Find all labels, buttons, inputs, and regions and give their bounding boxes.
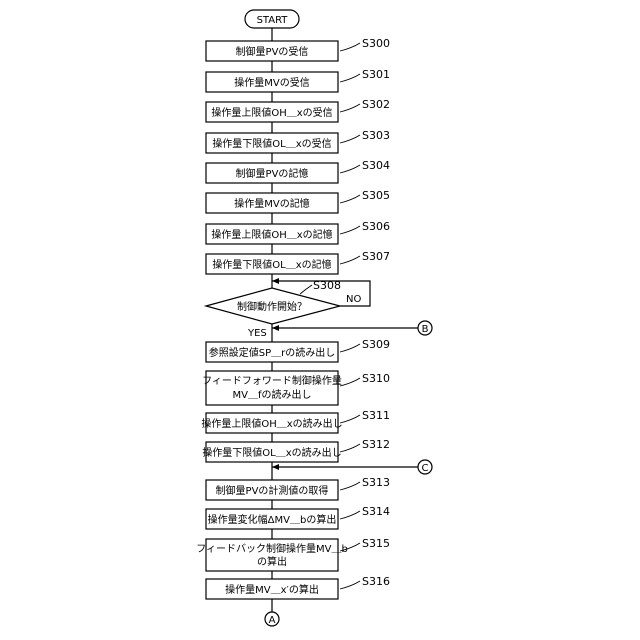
decision-text: 制御動作開始？: [237, 300, 307, 313]
step-box-s302: 操作量上限値OH＿xの受信: [206, 102, 338, 122]
step-id-s313: S313: [362, 476, 390, 489]
connector-c-label: C: [422, 463, 429, 474]
step-id-s309: S309: [362, 338, 390, 351]
step-box-s313: 制御量PVの計測値の取得: [206, 480, 338, 500]
step-id-s302: S302: [362, 98, 390, 111]
step-text-line1: フィードバック制御操作量MV＿b: [196, 542, 348, 555]
step-text: 制御量PVの受信: [236, 45, 309, 58]
start-terminal: START: [245, 10, 299, 28]
step-box-s301: 操作量MVの受信: [206, 72, 338, 92]
step-text: 操作量下限値OL＿xの受信: [212, 137, 331, 150]
step-box-s314: 操作量変化幅ΔMV＿bの算出: [206, 509, 338, 529]
step-id-s316: S316: [362, 575, 390, 588]
step-text: 操作量下限値OL＿xの記憶: [212, 258, 331, 271]
step-text-line2: の算出: [257, 555, 287, 568]
decision-yes-label: YES: [247, 328, 267, 339]
step-text: 制御量PVの記憶: [236, 167, 309, 180]
step-text: 操作量下限値OL＿xの読み出し: [202, 446, 341, 459]
step-id-s303: S303: [362, 129, 390, 142]
step-text: 操作量変化幅ΔMV＿bの算出: [208, 513, 337, 526]
step-id-s306: S306: [362, 220, 390, 233]
step-id-s312: S312: [362, 438, 390, 451]
step-box-s315: フィードバック制御操作量MV＿b の算出: [196, 539, 348, 571]
step-box-s300: 制御量PVの受信: [206, 41, 338, 61]
connector-c: C: [418, 460, 432, 474]
step-id-s315: S315: [362, 537, 390, 550]
step-id-s301: S301: [362, 68, 390, 81]
decision-no-label: NO: [346, 294, 361, 305]
connector-b-label: B: [422, 324, 429, 335]
step-id-s300: S300: [362, 37, 390, 50]
step-box-s306: 操作量上限値OH＿xの記憶: [206, 224, 338, 244]
step-text: 操作量MVの受信: [234, 76, 309, 89]
step-id-s307: S307: [362, 250, 390, 263]
step-text: 制御量PVの計測値の取得: [216, 484, 329, 497]
step-text: 操作量上限値OH＿xの受信: [211, 106, 332, 119]
step-text-line1: フィードフォワード制御操作量: [202, 374, 342, 387]
step-box-s316: 操作量MV＿x′の算出: [206, 579, 338, 599]
decision-s308: 制御動作開始？ YES NO: [206, 288, 361, 339]
step-text: 操作量上限値OH＿xの読み出し: [201, 417, 342, 430]
step-id-s308: S308: [313, 279, 341, 292]
step-id-s311: S311: [362, 409, 390, 422]
step-leaders: [300, 43, 360, 589]
start-label: START: [257, 15, 289, 26]
connector-a-label: A: [269, 615, 276, 626]
step-text: 操作量MVの記憶: [234, 197, 309, 210]
step-text: 操作量上限値OH＿xの記憶: [211, 228, 332, 241]
step-id-s314: S314: [362, 505, 390, 518]
step-box-s309: 参照設定値SP＿rの読み出し: [206, 342, 338, 362]
step-box-s303: 操作量下限値OL＿xの受信: [206, 133, 338, 153]
step-box-s304: 制御量PVの記憶: [206, 163, 338, 183]
step-id-s305: S305: [362, 189, 390, 202]
step-text-line2: MV＿fの読み出し: [233, 388, 312, 401]
step-box-s307: 操作量下限値OL＿xの記憶: [206, 254, 338, 274]
step-id-s304: S304: [362, 159, 390, 172]
step-box-s310: フィードフォワード制御操作量 MV＿fの読み出し: [202, 371, 342, 405]
step-text: 参照設定値SP＿rの読み出し: [209, 346, 336, 359]
step-box-s311: 操作量上限値OH＿xの読み出し: [201, 413, 342, 433]
step-box-s305: 操作量MVの記憶: [206, 193, 338, 213]
step-box-s312: 操作量下限値OL＿xの読み出し: [202, 442, 341, 462]
connector-b: B: [418, 321, 432, 335]
step-id-s310: S310: [362, 372, 390, 385]
step-text: 操作量MV＿x′の算出: [225, 583, 319, 596]
connector-a: A: [265, 612, 279, 626]
